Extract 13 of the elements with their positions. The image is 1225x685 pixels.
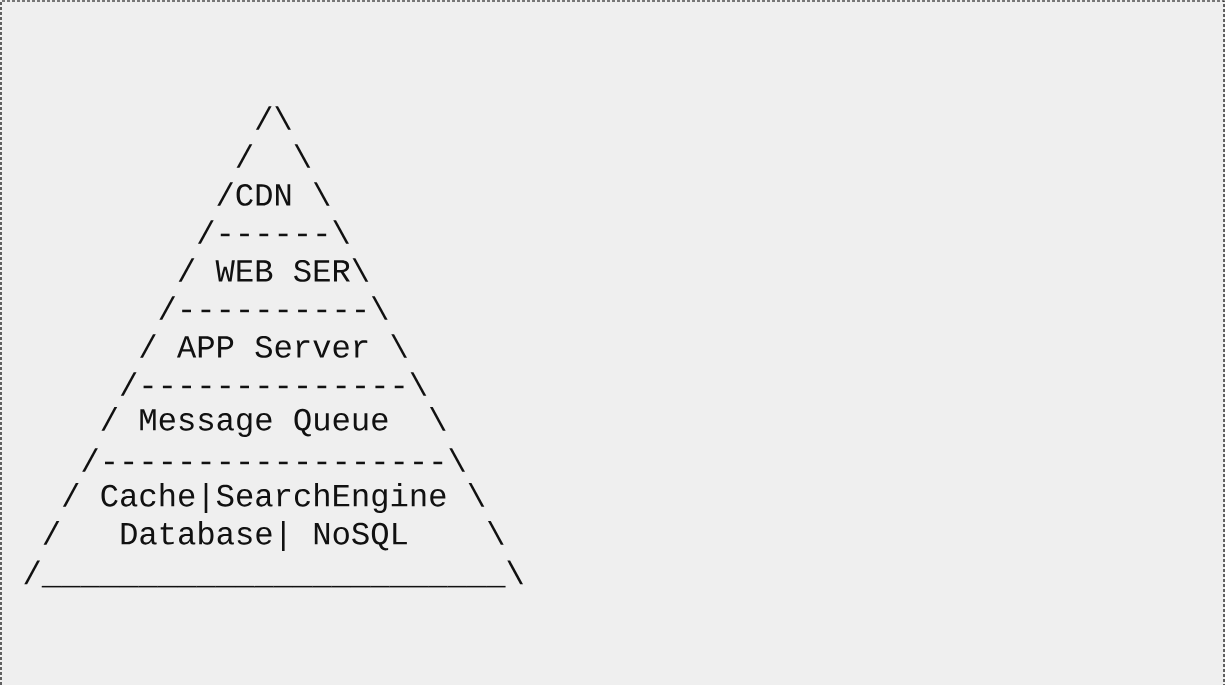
ascii-art-line: / Message Queue \ bbox=[101, 407, 446, 437]
ascii-art-line: /------\ bbox=[198, 220, 349, 244]
ascii-art-line: / Database| NoSQL \ bbox=[43, 521, 504, 551]
ascii-art-line: / APP Server \ bbox=[140, 334, 407, 358]
ascii-art-line: /----------\ bbox=[159, 296, 388, 320]
ascii-art-line: / Cache|SearchEngine \ bbox=[62, 483, 485, 513]
ascii-art-line: /________________________\ bbox=[24, 560, 523, 588]
ascii-art-line: /--------------\ bbox=[120, 372, 427, 396]
ascii-art-line: /\ bbox=[255, 106, 291, 130]
ascii-art-line: / \ bbox=[236, 144, 311, 168]
ascii-art-line: / WEB SER\ bbox=[178, 258, 369, 282]
ascii-art-line: /------------------\ bbox=[82, 448, 465, 472]
ascii-art-line: /CDN \ bbox=[217, 182, 330, 206]
